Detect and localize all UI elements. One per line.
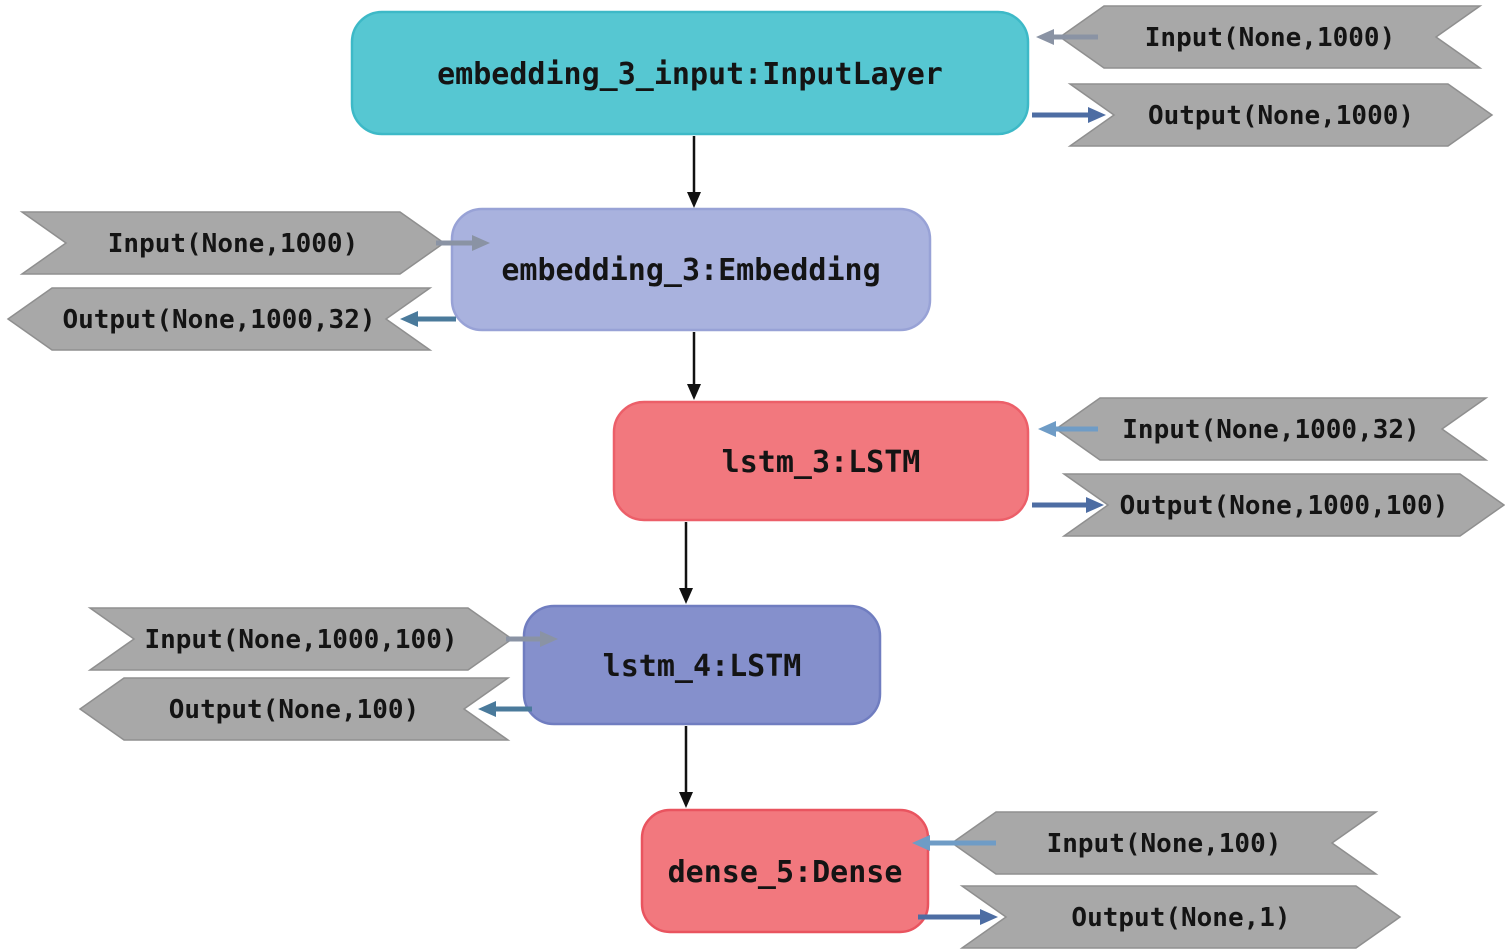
- layer-label: lstm_3:LSTM: [722, 445, 921, 480]
- output-tag-label: Output(None,100): [169, 695, 419, 725]
- input-tag-label: Input(None,1000): [108, 229, 358, 259]
- flow-arrowhead-icon: [679, 792, 693, 808]
- input-tag-label: Input(None,1000,32): [1122, 415, 1419, 445]
- layer-label: lstm_4:LSTM: [603, 649, 802, 684]
- input-tag-ribbon: [87, 607, 514, 671]
- input-tag-ribbon: [19, 211, 446, 275]
- output-tag-label: Output(None,1): [1071, 903, 1290, 933]
- layer-box: [350, 10, 1030, 136]
- layer-lstm-3: lstm_3:LSTM Input(None,1000,32) Output(N…: [612, 397, 1505, 537]
- layer-box: [450, 207, 932, 332]
- output-tag-ribbon: [1061, 473, 1505, 537]
- layer-embedding-3-input: embedding_3_input:InputLayer Input(None,…: [350, 5, 1494, 147]
- input-arrowhead-icon: [912, 835, 930, 851]
- input-arrowhead-icon: [1038, 421, 1056, 437]
- layer-box: [522, 604, 882, 726]
- output-arrowhead-icon: [1086, 497, 1104, 513]
- output-arrowhead-icon: [478, 701, 496, 717]
- flow-arrow: [687, 136, 701, 208]
- output-tag-ribbon: [78, 677, 511, 741]
- output-tag-ribbon: [6, 287, 433, 351]
- layer-lstm-4: lstm_4:LSTM Input(None,1000,100) Output(…: [78, 604, 882, 741]
- output-arrowhead-icon: [980, 909, 998, 925]
- input-tag-label: Input(None,100): [1047, 829, 1282, 859]
- layer-label: dense_5:Dense: [668, 855, 903, 890]
- layer-dense-5: dense_5:Dense Input(None,100) Output(Non…: [640, 808, 1402, 949]
- output-arrowhead-icon: [400, 311, 418, 327]
- flow-arrowhead-icon: [687, 192, 701, 208]
- input-tag-label: Input(None,1000,100): [144, 625, 457, 655]
- flow-arrow: [687, 332, 701, 400]
- output-tag-label: Output(None,1000,32): [62, 305, 375, 335]
- flow-arrow: [679, 522, 693, 604]
- input-tag-label: Input(None,1000): [1145, 23, 1395, 53]
- output-tag-label: Output(None,1000): [1148, 101, 1414, 131]
- layer-label: embedding_3:Embedding: [501, 253, 880, 288]
- flow-arrow: [679, 726, 693, 808]
- flow-arrowhead-icon: [687, 384, 701, 400]
- layer-box: [640, 808, 930, 934]
- input-arrowhead-icon: [540, 631, 558, 647]
- flow-arrowhead-icon: [679, 588, 693, 604]
- output-tag-ribbon: [959, 885, 1402, 949]
- input-arrowhead-icon: [1036, 29, 1054, 45]
- layer-label: embedding_3_input:InputLayer: [437, 57, 943, 92]
- output-tag-ribbon: [1067, 83, 1494, 147]
- output-arrowhead-icon: [1088, 107, 1106, 123]
- layer-box: [612, 400, 1030, 522]
- output-tag-label: Output(None,1000,100): [1120, 491, 1449, 521]
- layer-embedding-3: embedding_3:Embedding Input(None,1000) O…: [6, 207, 932, 351]
- input-arrowhead-icon: [472, 235, 490, 251]
